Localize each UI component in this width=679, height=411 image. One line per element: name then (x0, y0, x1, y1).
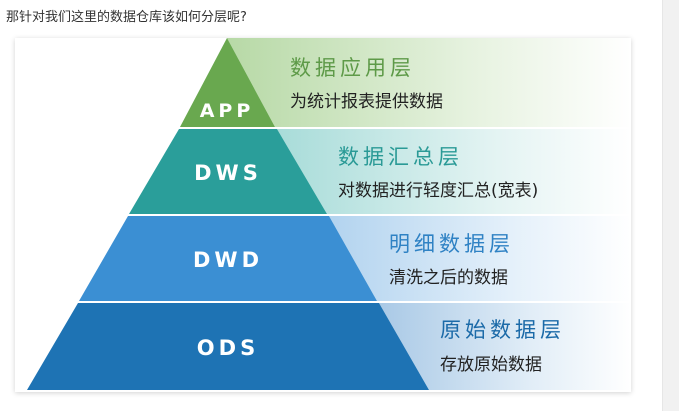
layer-pyramid-svg: APP DWS DWD ODS 数据应用层 数据汇总层 明细数据层 原始数据层 … (27, 38, 631, 390)
dws-layer-band (277, 129, 631, 214)
app-layer-desc: 为统计报表提供数据 (290, 92, 443, 112)
dwd-layer-abbr: DWD (193, 248, 263, 272)
ods-layer-abbr: ODS (197, 336, 259, 360)
ods-layer-trapezoid (27, 303, 429, 390)
dwd-layer-name: 明细数据层 (389, 232, 514, 256)
dwd-layer-trapezoid (79, 216, 377, 301)
dws-layer-desc: 对数据进行轻度汇总(宽表) (338, 181, 538, 201)
dws-layer-name: 数据汇总层 (338, 145, 463, 169)
app-layer-abbr: APP (200, 100, 255, 122)
app-layer-band (227, 38, 631, 127)
app-layer-triangle (180, 38, 275, 127)
ods-layer-desc: 存放原始数据 (440, 355, 542, 375)
dwd-layer-band (329, 216, 631, 301)
dws-layer-abbr: DWS (194, 161, 262, 185)
ods-layer-band (379, 303, 631, 390)
app-layer-name: 数据应用层 (290, 56, 415, 80)
scrollbar-track[interactable] (662, 0, 679, 411)
dws-layer-trapezoid (129, 129, 327, 214)
question-text: 那针对我们这里的数据仓库该如何分层呢? (6, 10, 247, 25)
ods-layer-name: 原始数据层 (440, 318, 565, 342)
dwd-layer-desc: 清洗之后的数据 (389, 268, 508, 288)
layer-pyramid-figure: APP DWS DWD ODS 数据应用层 数据汇总层 明细数据层 原始数据层 … (15, 38, 631, 392)
